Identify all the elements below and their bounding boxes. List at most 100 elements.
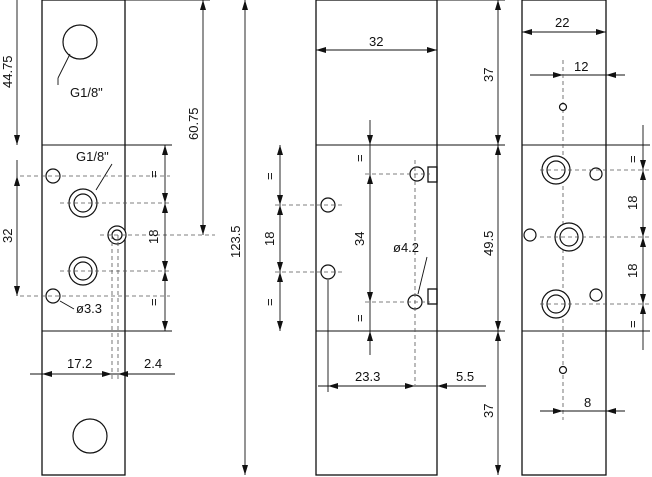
end-dim-22-arrow-left <box>522 29 532 35</box>
side-inner-arrow-1 <box>367 135 373 145</box>
side-left-arrow-1 <box>277 145 283 155</box>
side-middle-height-label: 49.5 <box>481 231 496 256</box>
end-hole-lower-right <box>589 288 603 302</box>
side-inner-arrow-4 <box>367 331 373 341</box>
side-dim-32-arrow-left <box>316 47 326 53</box>
side-dim-32-arrow-right <box>427 47 437 53</box>
side-bottom-arrow-3 <box>437 383 447 389</box>
dim-2-4-arrow <box>118 371 128 377</box>
end-dim-8-arrow-left <box>553 408 563 414</box>
front-small-hole-upper <box>45 168 61 184</box>
end-dim-12-label: 12 <box>574 59 588 74</box>
side-left-arrow-6 <box>277 321 283 331</box>
side-top-block-label: 37 <box>481 68 496 82</box>
end-hole-left <box>523 228 537 242</box>
side-bottom-arrow-2 <box>405 383 415 389</box>
side-equal-mark-3: = <box>352 154 367 162</box>
side-right-arrow-2 <box>495 135 501 145</box>
dim-123-5-arrow-bottom <box>242 465 248 475</box>
front-equal-mark-2: = <box>146 298 161 306</box>
side-hole-dia-leader <box>417 256 428 295</box>
side-equal-mark-2: = <box>262 298 277 306</box>
front-bottom-port <box>72 418 108 454</box>
end-body-outline <box>521 0 607 476</box>
front-equal-mark-1: = <box>146 170 161 178</box>
side-offset-x-label: 23.3 <box>355 369 380 384</box>
dim-2-4-label: 2.4 <box>144 356 162 371</box>
dim-17-2-arrow-left <box>42 371 52 377</box>
end-chain-arrow-4 <box>640 237 646 247</box>
front-top-port-label: G1/8" <box>70 85 103 100</box>
end-dim-8-arrow-right <box>606 408 616 414</box>
side-equal-mark-4: = <box>352 314 367 322</box>
end-chain-arrow-2 <box>640 170 646 180</box>
side-offset-edge-label: 5.5 <box>456 369 474 384</box>
dim-32-label: 32 <box>0 229 15 243</box>
dim-17-2-label: 17.2 <box>67 356 92 371</box>
dim-17-2-arrow-right <box>102 371 112 377</box>
end-chain-arrow-1 <box>640 160 646 170</box>
side-spacing-18-label: 18 <box>262 232 277 246</box>
dim-44-75-arrow <box>14 135 20 145</box>
end-spacing-upper-label: 18 <box>625 196 640 210</box>
side-view: 32 = 18 = = 34 = ø4.2 <box>262 0 505 476</box>
side-right-arrow-3 <box>495 145 501 155</box>
dim-123-5-label: 123.5 <box>228 225 243 258</box>
end-equal-mark-1: = <box>625 155 640 163</box>
dim-60-75-arrow-top <box>200 0 206 10</box>
dim-32-arrow-top <box>14 176 20 186</box>
chain-arrow-6 <box>162 321 168 331</box>
side-right-arrow-1 <box>495 0 501 10</box>
end-chain-arrow-6 <box>640 304 646 314</box>
dim-44-75-label: 44.75 <box>0 55 15 88</box>
side-inner-arrow-3 <box>367 292 373 302</box>
chain-arrow-2 <box>162 193 168 203</box>
front-mid-port-label: G1/8" <box>76 149 109 164</box>
side-fitting-lower <box>427 288 438 305</box>
chain-arrow-3 <box>162 203 168 213</box>
side-left-arrow-5 <box>277 272 283 282</box>
end-spacing-lower-label: 18 <box>625 264 640 278</box>
end-dim-8-label: 8 <box>584 395 591 410</box>
front-top-port-leader <box>57 53 71 79</box>
chain-arrow-1 <box>162 145 168 155</box>
end-view: 22 12 = 18 18 = <box>521 0 650 476</box>
end-small-hole-bottom <box>558 365 568 375</box>
side-left-arrow-2 <box>277 195 283 205</box>
front-view: G1/8" G1/8" ø3.3 44.75 32 <box>0 0 248 476</box>
front-spacing-18-label: 18 <box>146 230 161 244</box>
dim-32-arrow-bottom <box>14 286 20 296</box>
chain-arrow-5 <box>162 271 168 281</box>
side-body-outline <box>315 0 438 476</box>
chain-arrow-4 <box>162 261 168 271</box>
side-inner-arrow-2 <box>367 174 373 184</box>
end-dim-12-arrow-left <box>553 72 563 78</box>
side-bottom-arrow-1 <box>328 383 338 389</box>
end-chain-arrow-5 <box>640 294 646 304</box>
dim-60-75-arrow-bottom <box>200 225 206 235</box>
end-small-hole-top <box>558 102 568 112</box>
side-right-arrow-5 <box>495 331 501 341</box>
side-right-arrow-4 <box>495 321 501 331</box>
side-left-arrow-4 <box>277 262 283 272</box>
end-dim-12-arrow-right <box>606 72 616 78</box>
side-bottom-block-label: 37 <box>481 404 496 418</box>
front-mid-port-leader <box>95 163 113 191</box>
end-dim-22-arrow-right <box>596 29 606 35</box>
dim-123-5-arrow-top <box>242 0 248 10</box>
side-hole-dia-label: ø4.2 <box>393 240 419 255</box>
end-equal-mark-2: = <box>625 320 640 328</box>
front-top-port <box>62 24 98 60</box>
dim-60-75-label: 60.75 <box>186 107 201 140</box>
end-hole-upper-right <box>589 167 603 181</box>
side-right-arrow-6 <box>495 465 501 475</box>
front-small-hole-lower <box>45 288 61 304</box>
end-chain-arrow-3 <box>640 227 646 237</box>
end-dim-22-label: 22 <box>555 15 569 30</box>
side-left-arrow-3 <box>277 205 283 215</box>
side-dim-32-label: 32 <box>369 34 383 49</box>
side-hole-pitch-label: 34 <box>352 232 367 246</box>
side-equal-mark-1: = <box>262 172 277 180</box>
